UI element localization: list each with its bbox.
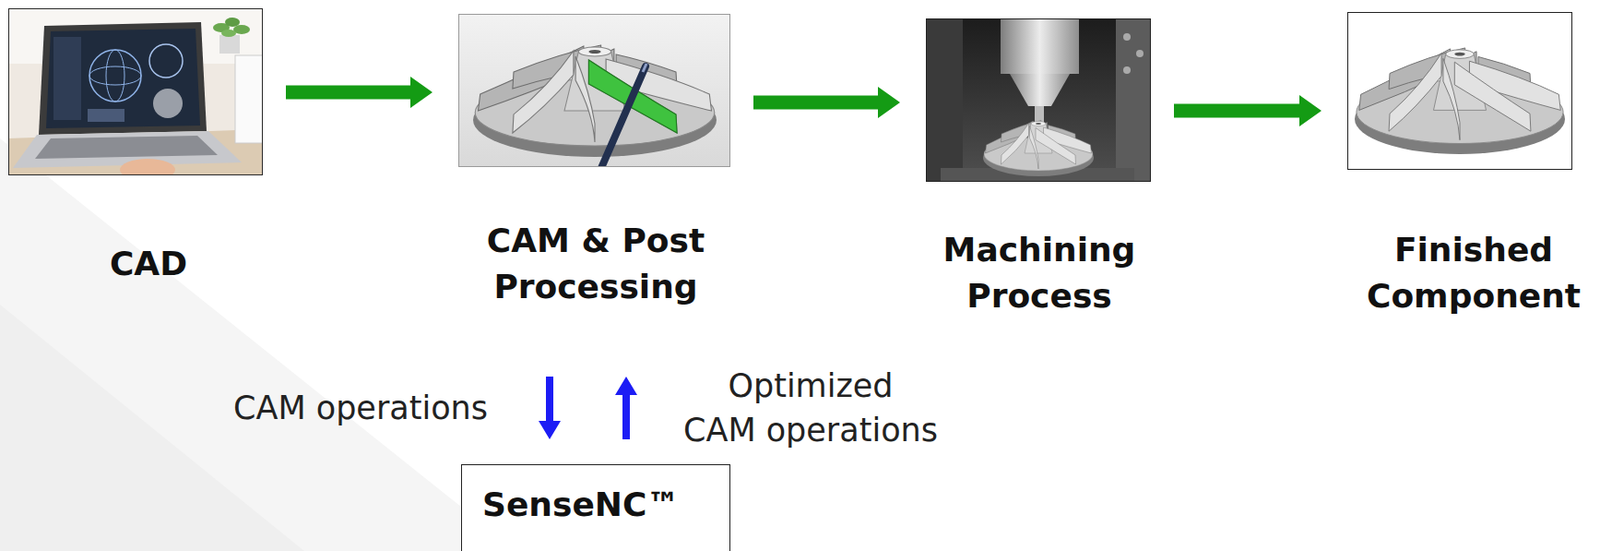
step-label: Finished Component: [1349, 226, 1599, 320]
machining-photo: [1123, 66, 1131, 74]
arrow-label: CAM operations: [233, 385, 488, 430]
laptop-photo: [149, 44, 183, 78]
process-step-frame: CAD: [8, 8, 263, 176]
process-step-frame: CAM & Post Processing: [458, 13, 731, 167]
flow-arrow: [1173, 94, 1322, 127]
laptop-photo: [119, 158, 176, 176]
label-group: Finished Component: [1349, 226, 1599, 320]
laptop-photo: [106, 49, 125, 102]
laptop-photo: [46, 28, 201, 129]
finished-impeller-picture: [1354, 47, 1565, 155]
flow-arrow: [615, 376, 638, 439]
step-label: CAM & Post Processing: [457, 217, 735, 310]
machining-photo: [925, 18, 1151, 182]
background-wedge: [0, 138, 517, 551]
cam-toolpath-picture: [473, 45, 717, 157]
system-name: SenseNC™: [482, 481, 680, 528]
laptop-photo: [53, 36, 82, 120]
cam-toolpath-picture: [458, 13, 731, 167]
cam-toolpath-picture: [601, 66, 646, 167]
laptop-photo: [87, 108, 125, 122]
laptop-photo: [235, 55, 263, 143]
laptop-photo: [89, 49, 142, 102]
machining-photo: [925, 18, 963, 182]
laptop-photo: [38, 22, 207, 135]
laptop-photo: [221, 29, 237, 37]
background-wedge: [0, 138, 517, 551]
laptop-photo: [8, 8, 263, 176]
machining-photo: [925, 18, 1151, 182]
machining-photo: [1123, 33, 1131, 41]
machining-photo: [1009, 73, 1070, 107]
process-step-frame: Machining Process: [925, 18, 1151, 182]
machining-photo: [983, 120, 1094, 178]
label-group: CAD: [28, 240, 269, 287]
laptop-photo: [89, 66, 142, 85]
label-group: Machining Process: [900, 226, 1178, 320]
step-label: Machining Process: [900, 226, 1178, 320]
laptop-photo: [225, 17, 240, 27]
laptop-photo: [153, 88, 183, 119]
process-step-frame: Finished Component: [1347, 11, 1573, 170]
finished-impeller-picture: [1347, 11, 1573, 170]
machining-photo: [1000, 18, 1079, 74]
flow-arrow: [285, 76, 433, 108]
flow-arrow: [538, 376, 561, 439]
machining-photo: [1115, 18, 1151, 182]
flow-arrow: [753, 86, 901, 119]
finished-impeller-picture: [1347, 11, 1573, 170]
machining-photo: [1136, 49, 1144, 58]
system-box: SenseNC™: [461, 463, 731, 551]
cam-toolpath-picture: [458, 13, 731, 167]
laptop-photo: [219, 35, 240, 54]
arrow-label: Optimized CAM operations: [683, 363, 938, 452]
background-wedge: [0, 304, 305, 551]
laptop-photo: [8, 8, 263, 176]
step-label: CAD: [28, 240, 269, 287]
cam-toolpath-picture: [642, 63, 647, 72]
laptop-photo: [35, 135, 218, 159]
label-group: CAM & Post Processing: [457, 217, 735, 310]
